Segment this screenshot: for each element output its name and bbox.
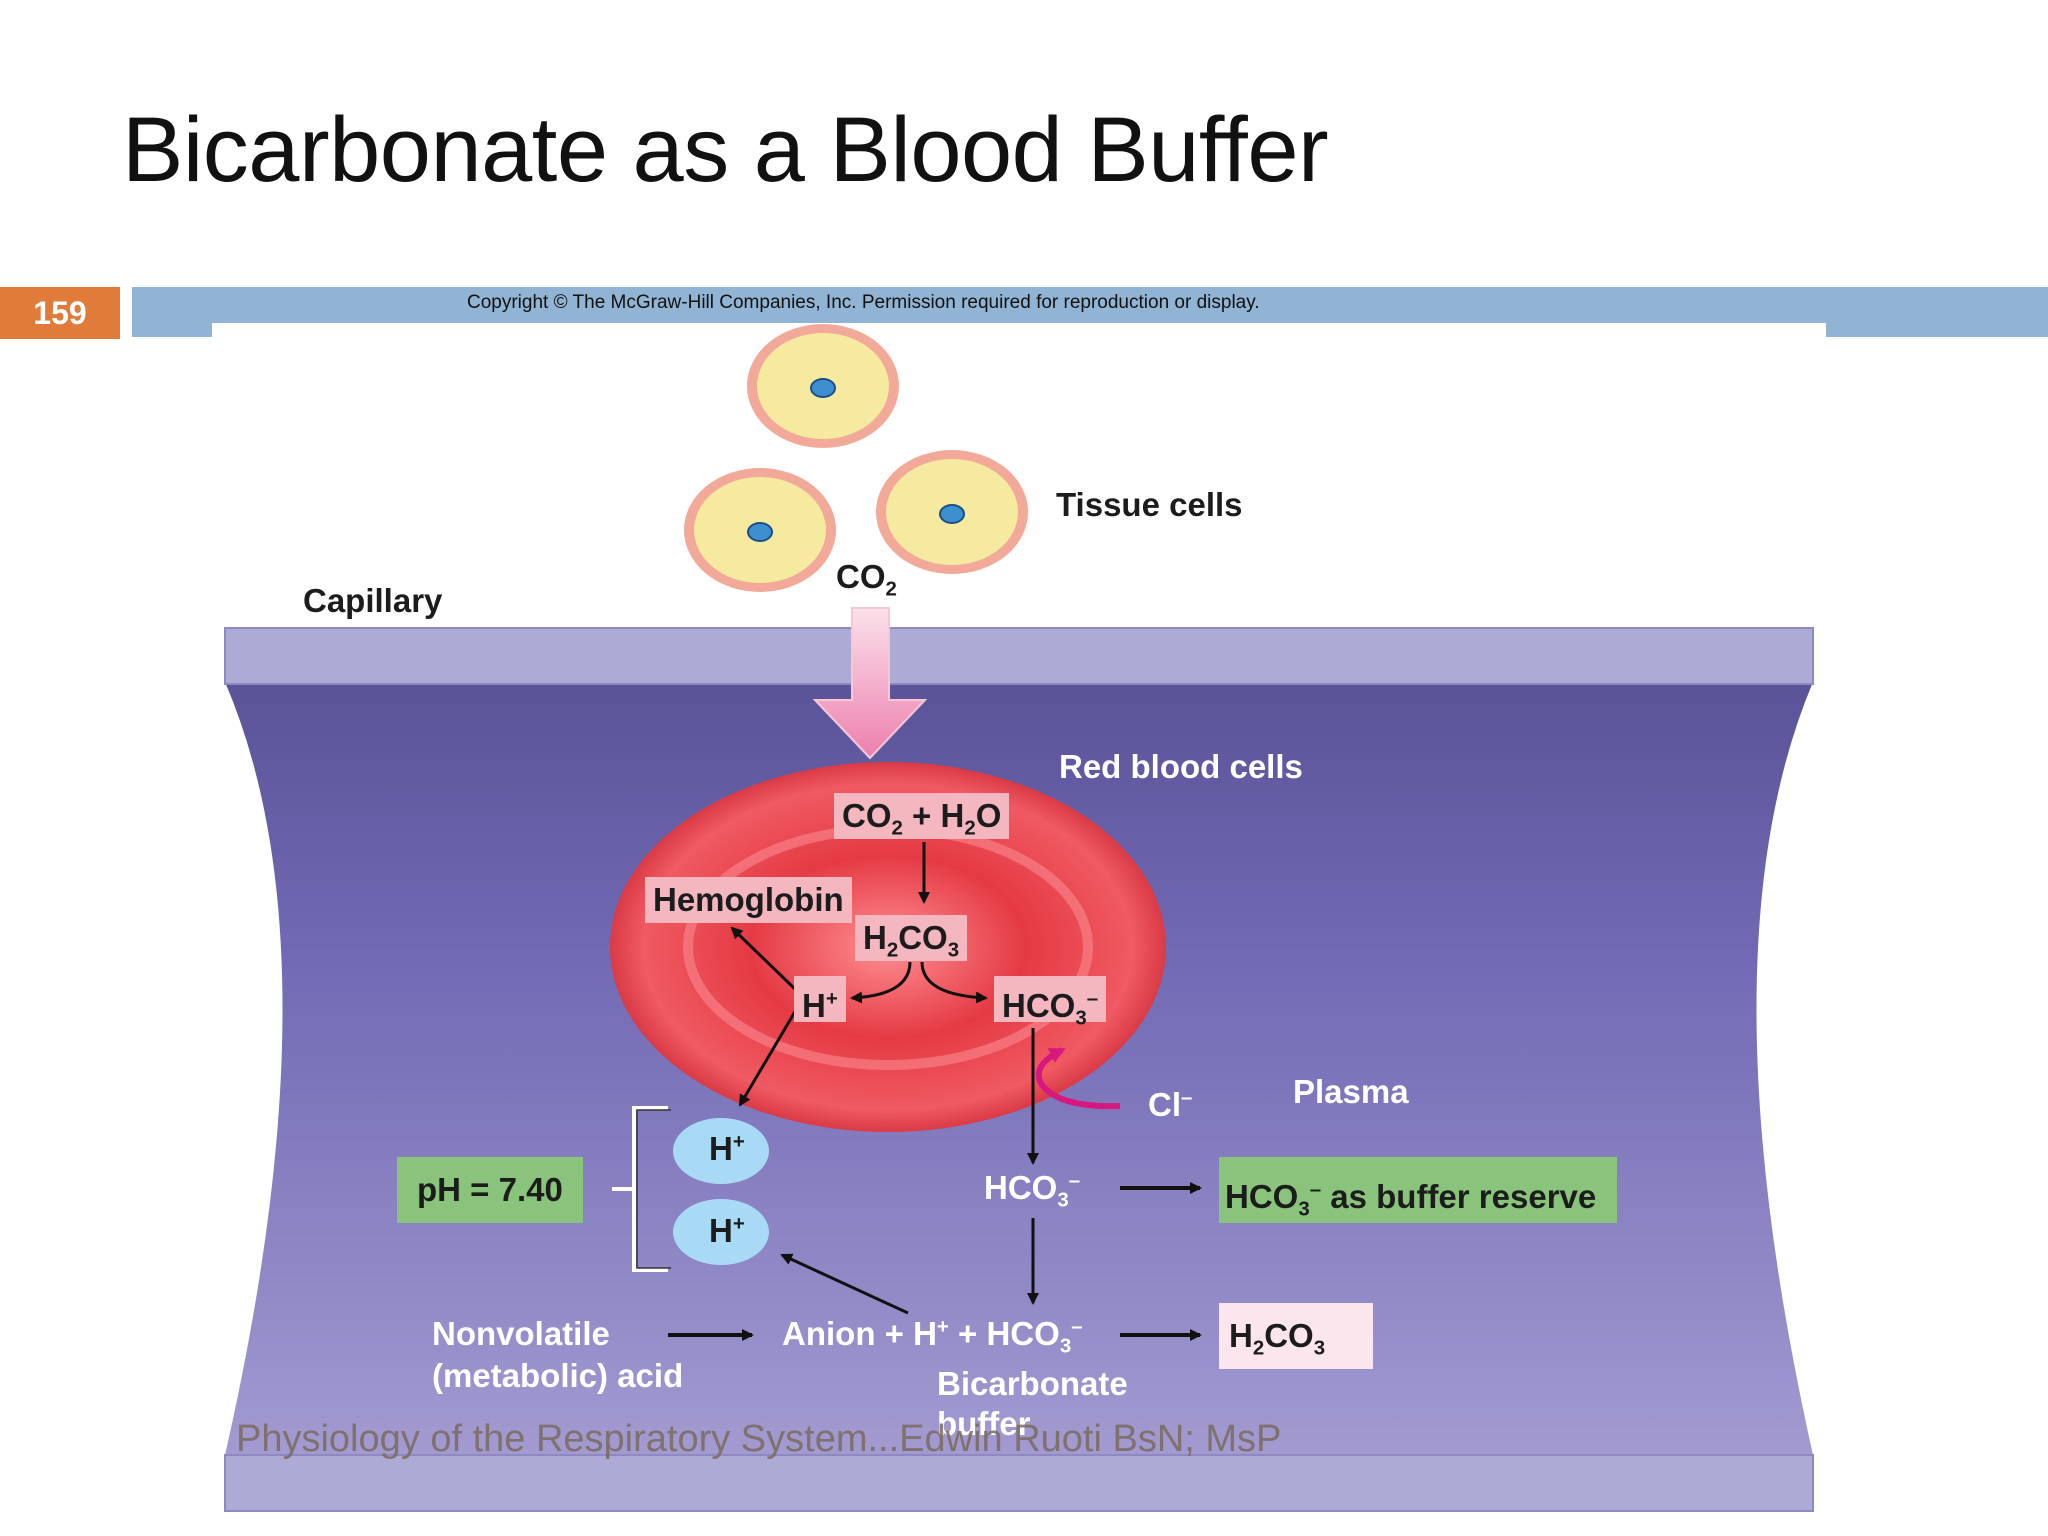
- co2-diffusion-arrow: [812, 607, 928, 760]
- tissue-cell: [747, 324, 899, 448]
- tissue-cell: [876, 450, 1028, 574]
- chloride-shift-arrow: [1035, 1047, 1121, 1110]
- arrow-h2co3-split-right: [920, 961, 988, 1004]
- nonvolatile-acid-label-1: Nonvolatile: [432, 1315, 610, 1352]
- h-ion-bubble: [673, 1199, 769, 1265]
- capillary-wall-bottom: [224, 1454, 1814, 1512]
- h-ion-box: H+: [794, 976, 846, 1024]
- co2-label: CO2: [836, 558, 897, 601]
- tissue-cell: [684, 468, 836, 592]
- buffer-reserve-box: HCO3– as buffer reserve: [1219, 1157, 1617, 1223]
- h-ion-label: H+: [709, 1130, 745, 1167]
- plasma-bicarbonate-label: HCO3–: [984, 1169, 1081, 1212]
- slide-footer: Physiology of the Respiratory System...E…: [236, 1418, 1282, 1460]
- bicarbonate-buffer-label-1: Bicarbonate: [937, 1365, 1128, 1402]
- ph-box: pH = 7.40: [397, 1157, 583, 1223]
- bicarbonate-box: HCO3–: [994, 976, 1107, 1030]
- carbonic-acid-box: H2CO3: [855, 915, 968, 962]
- hemoglobin-box: Hemoglobin: [645, 877, 852, 923]
- arrow-buffer-to-h: [780, 1253, 909, 1315]
- arrow-h2co3-split-left: [850, 961, 912, 1004]
- nonvolatile-acid-label-2: (metabolic) acid: [432, 1357, 684, 1394]
- red-blood-cells-label: Red blood cells: [1059, 748, 1303, 785]
- anion-equation: Anion + H+ + HCO3–: [782, 1315, 1083, 1358]
- arrow-h-to-hemoglobin: [730, 926, 798, 992]
- slide-title: Bicarbonate as a Blood Buffer: [122, 99, 1329, 201]
- plasma-label: Plasma: [1293, 1073, 1409, 1110]
- copyright-notice: Copyright © The McGraw-Hill Companies, I…: [467, 292, 1260, 313]
- capillary-wall-top: [224, 627, 1814, 685]
- ph-bracket: [612, 1106, 668, 1272]
- h-ion-label: H+: [709, 1212, 745, 1249]
- co2-h2o-box: CO2 + H2O: [834, 793, 1010, 840]
- page-number-badge: 159: [0, 287, 120, 339]
- chloride-label: Cl–: [1148, 1086, 1193, 1123]
- bicarbonate-buffer-label-2: buffer: [937, 1405, 1031, 1442]
- tissue-cells-label: Tissue cells: [1056, 486, 1243, 523]
- h2co3-output-box: H2CO3: [1219, 1303, 1373, 1369]
- h-ion-bubble: [673, 1118, 769, 1184]
- arrow-h-to-plasma: [738, 1009, 798, 1107]
- capillary-label: Capillary: [303, 582, 443, 619]
